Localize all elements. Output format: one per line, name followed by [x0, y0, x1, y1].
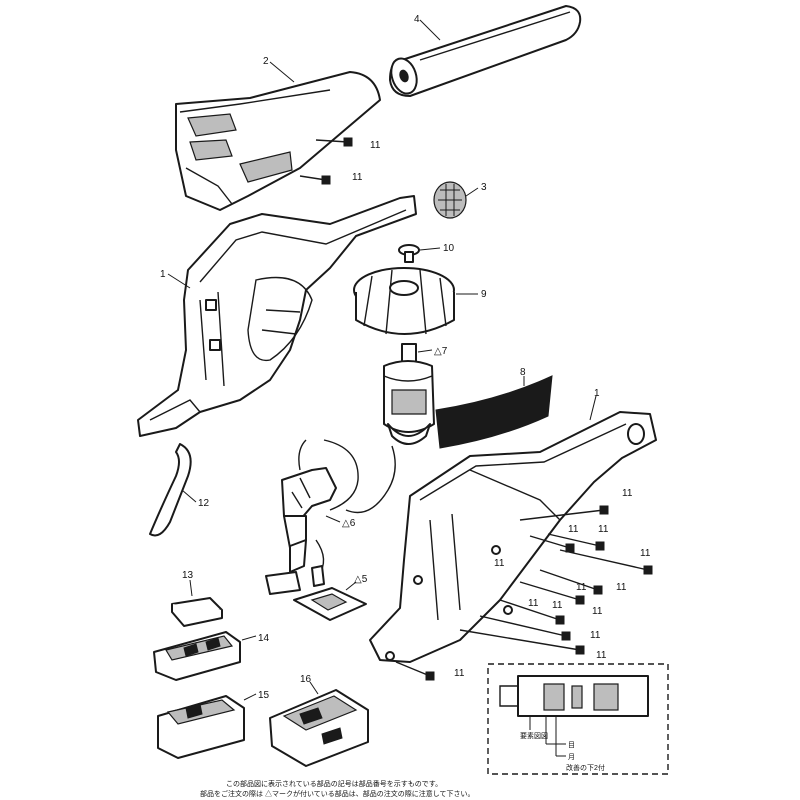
part-3-filter-disc	[433, 181, 467, 219]
part-4-nozzle-tube	[389, 5, 582, 97]
part-9-fan	[353, 267, 455, 335]
footer-note-line2: 部品をご注文の際は △マークが付いている部品は、部品の注文の際に注意して下さい。	[200, 789, 475, 798]
inset-detail: 要素図図 目 月 改善の下2付	[487, 663, 669, 775]
inset-label-b: 目	[568, 741, 575, 749]
screw-labels: 11 11 11 11 11 11 11 11 11 11 11 11 11 1…	[352, 140, 651, 679]
label-part-9: 9	[481, 289, 487, 300]
screws-11-group	[299, 137, 653, 681]
part-13-adapter	[171, 597, 223, 627]
part-7-motor	[383, 343, 435, 445]
label-screw-14: 11	[454, 668, 465, 679]
part-10-fan-nut	[398, 244, 420, 263]
label-part-6: △6	[342, 518, 356, 529]
part-1-right-housing	[369, 411, 657, 663]
label-part-16: 16	[300, 674, 312, 685]
inset-label-c: 月	[568, 753, 575, 761]
label-part-2: 2	[263, 56, 269, 67]
label-part-1-right: 1	[594, 388, 600, 399]
part-14-battery	[153, 631, 241, 681]
label-screw-4: 11	[568, 524, 579, 535]
label-screw-11: 11	[592, 606, 603, 617]
label-part-5: △5	[354, 574, 368, 585]
inset-label-a: 要素図図	[520, 731, 548, 740]
label-part-12: 12	[198, 498, 210, 509]
label-screw-13: 11	[596, 650, 607, 661]
label-part-10: 10	[443, 243, 455, 254]
footer-note-line1: この部品図に表示されている部品の記号は部品番号を示すものです。	[226, 779, 442, 788]
label-part-8: 8	[520, 367, 526, 378]
label-screw-10: 11	[552, 600, 563, 611]
part-15-battery-large	[157, 695, 245, 759]
label-screw-8: 11	[576, 582, 587, 593]
label-screw-7: 11	[616, 582, 627, 593]
label-part-3: 3	[481, 182, 487, 193]
part-12-strap	[149, 443, 192, 537]
part-16-charger	[269, 689, 369, 767]
part-2-nozzle-cover	[175, 71, 381, 211]
label-screw-9: 11	[528, 598, 539, 609]
label-screw-12: 11	[590, 630, 601, 641]
label-screw-3: 11	[622, 488, 633, 499]
label-part-13: 13	[182, 570, 194, 581]
part-6-switch-wiring	[265, 439, 396, 595]
footer-note: この部品図に表示されている部品の記号は部品番号を示すものです。 部品をご注文の際…	[200, 779, 475, 798]
label-part-7: △7	[434, 346, 448, 357]
label-screw-1: 11	[370, 140, 381, 151]
inset-label-d: 改善の下2付	[566, 763, 605, 772]
part-5-base-plate	[293, 587, 367, 621]
label-part-1: 1	[160, 269, 166, 280]
part-1-left-housing	[137, 195, 417, 437]
label-part-14: 14	[258, 633, 270, 644]
label-part-15: 15	[258, 690, 270, 701]
label-screw-6: 11	[640, 548, 651, 559]
label-screw-5: 11	[598, 524, 609, 535]
label-part-4: 4	[414, 14, 420, 25]
label-screw-2: 11	[352, 172, 363, 183]
part-8-strip	[435, 375, 553, 449]
label-screw-15: 11	[494, 558, 505, 569]
